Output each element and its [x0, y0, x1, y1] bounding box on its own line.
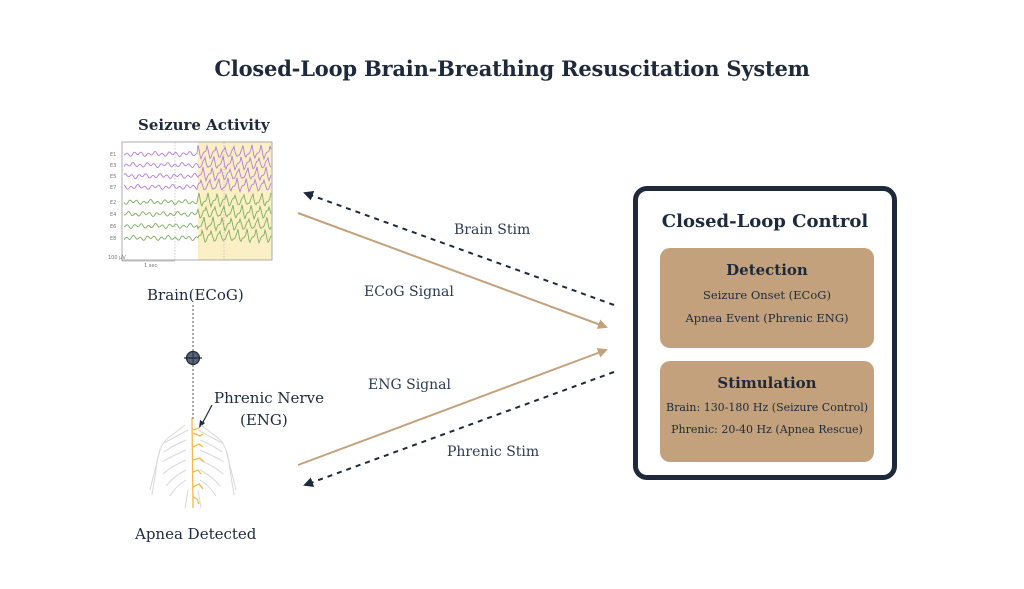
- ecog-trace-e8: [123, 228, 272, 245]
- eng-signal-label: ENG Signal: [368, 377, 451, 393]
- control-title: Closed-Loop Control: [661, 211, 869, 232]
- stimulation-panel: Stimulation Brain: 130-180 Hz (Seizure C…: [660, 361, 874, 462]
- brain-stim-arrow: [303, 191, 615, 306]
- stimulation-item: Brain: 130-180 Hz (Seizure Control): [665, 401, 869, 414]
- ecog-trace-e7: [123, 177, 272, 193]
- apnea-detected-label: Apnea Detected: [135, 525, 257, 543]
- electrode-icon: [184, 350, 202, 366]
- ecog-trace-e1: [123, 144, 272, 161]
- ecog-channel-label: E7: [110, 185, 116, 191]
- stimulation-item: Phrenic: 20-40 Hz (Apnea Rescue): [671, 423, 863, 436]
- detection-panel: Detection Seizure Onset (ECoG) Apnea Eve…: [660, 248, 874, 348]
- phrenic-stim-arrow: [303, 371, 615, 487]
- brain-ecog-label: Brain(ECoG): [147, 286, 244, 304]
- diagram-title: Closed-Loop Brain-Breathing Resuscitatio…: [214, 56, 810, 81]
- ecog-trace-e5: [123, 166, 272, 183]
- ecog-signal-label: ECoG Signal: [364, 284, 454, 300]
- stimulation-heading: Stimulation: [717, 374, 817, 392]
- ecog-frame: [121, 141, 273, 261]
- closed-loop-control-box: Closed-Loop Control Detection Seizure On…: [633, 186, 897, 480]
- seizure-activity-label: Seizure Activity: [138, 116, 270, 134]
- seizure-highlight-region: [198, 142, 272, 260]
- ecog-channel-label: E1: [110, 152, 116, 158]
- phrenic-stim-label: Phrenic Stim: [447, 444, 540, 460]
- detection-item: Apnea Event (Phrenic ENG): [685, 311, 849, 325]
- ecog-channel-label: E6: [110, 224, 116, 230]
- phrenic-nerve-eng-label: (ENG): [240, 411, 288, 429]
- brain-stim-label: Brain Stim: [454, 222, 531, 238]
- body-nerve-illustration: [149, 417, 237, 509]
- ecog-channel-label: E5: [110, 174, 116, 180]
- nerve-pointer-arrow: [201, 404, 213, 425]
- ecog-signal-arrow: [297, 212, 608, 329]
- ecog-trace-e2: [123, 192, 272, 208]
- ecog-trace-e4: [123, 204, 272, 221]
- detection-heading: Detection: [726, 261, 808, 279]
- time-scale-label: 1 sec: [144, 263, 157, 269]
- ecog-channel-label: E8: [110, 236, 116, 242]
- detection-item: Seizure Onset (ECoG): [703, 288, 831, 302]
- ecog-trace-e6: [123, 216, 272, 233]
- ecog-channel-label: E2: [110, 200, 116, 206]
- ecog-channel-label: E3: [110, 163, 116, 169]
- ecog-trace-e3: [123, 155, 272, 172]
- phrenic-nerve-label: Phrenic Nerve: [214, 389, 324, 407]
- ecog-channel-label: E4: [110, 212, 116, 218]
- eng-signal-arrow: [297, 348, 608, 466]
- amplitude-scale-label: 100 µV: [108, 255, 126, 261]
